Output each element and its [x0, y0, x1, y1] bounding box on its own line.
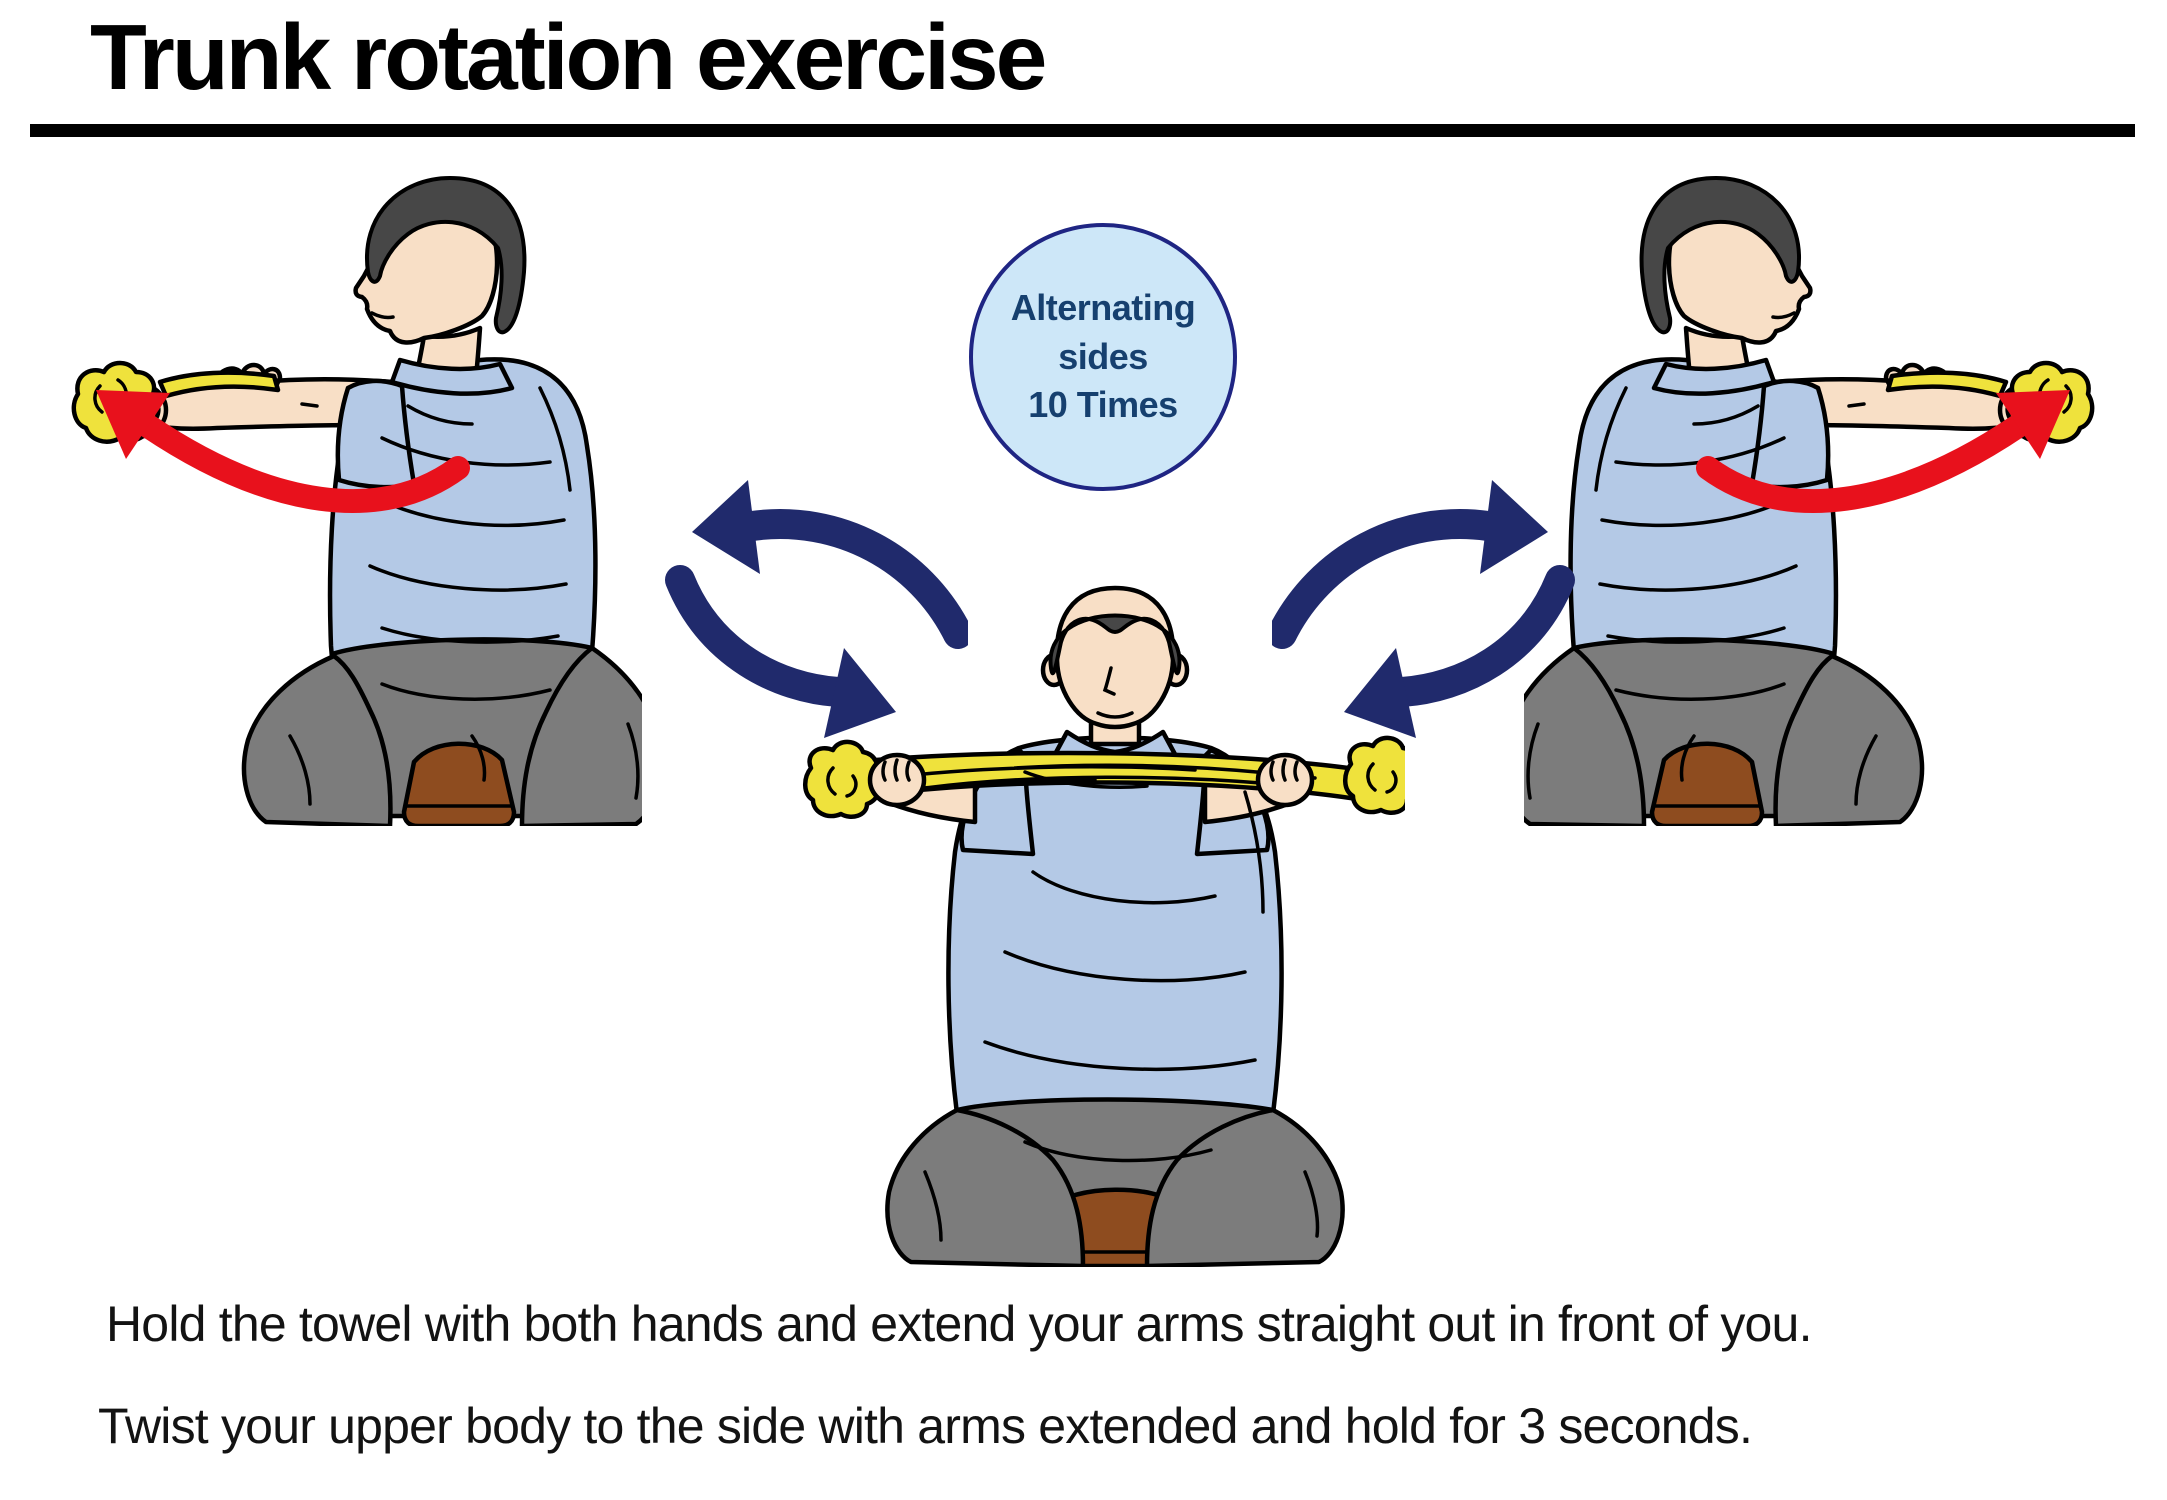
badge-line-3: 10 Times [1028, 384, 1178, 426]
badge-line-1: Alternating [1010, 287, 1196, 329]
person-twisting-right [1524, 178, 2092, 826]
instruction-line-2: Twist your upper body to the side with a… [98, 1398, 1753, 1454]
figure-left-twist [52, 176, 642, 826]
figure-right-twist [1524, 176, 2114, 826]
instruction-line-1: Hold the towel with both hands and exten… [106, 1296, 1812, 1352]
rotation-arrows-right-icon [1272, 462, 1592, 742]
person-twisting-left [74, 178, 642, 826]
rotation-arrows-left-icon [648, 462, 968, 742]
title-underline [30, 124, 2135, 137]
page-title: Trunk rotation exercise [90, 5, 1047, 109]
badge-line-2: sides [1058, 335, 1148, 377]
repetition-badge: Alternating sides 10 Times [969, 223, 1237, 491]
